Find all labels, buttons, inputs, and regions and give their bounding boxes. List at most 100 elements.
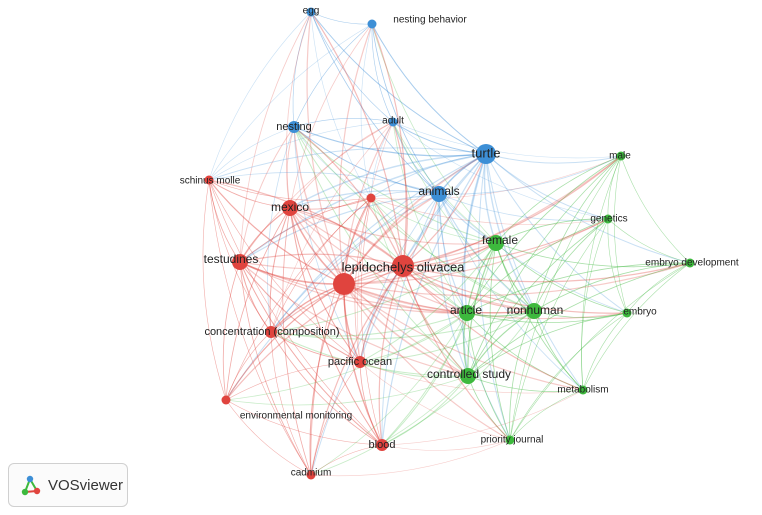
network-link [310,361,361,476]
network-node-pacific-ocean[interactable] [354,356,366,368]
network-link [293,23,373,128]
network-link [392,121,487,155]
network-node-turtle[interactable] [476,144,496,164]
node-label-nonhuman[interactable]: nonhuman [507,303,564,317]
network-link [270,312,468,337]
network-node-nesting-behavior[interactable] [367,19,377,29]
network-link [392,121,622,159]
node-label-cadmium[interactable]: cadmium [291,468,332,479]
node-label-controlled-study[interactable]: controlled study [427,367,511,381]
network-node-metabolism[interactable] [578,385,588,395]
network-node-male[interactable] [616,151,626,161]
network-link [225,197,372,401]
network-node-testudines[interactable] [232,254,248,270]
network-node-priority-journal[interactable] [505,435,515,445]
network-link [310,197,372,476]
network-node-egg[interactable] [306,7,316,17]
network-node-concentration-composition[interactable] [265,326,277,338]
network-link [208,179,272,333]
network-node-nesting[interactable] [288,121,300,133]
network-link [533,310,584,391]
network-link [509,312,628,441]
node-label-nesting-behavior[interactable]: nesting behavior [393,15,467,26]
network-link [208,179,291,209]
network-link [289,153,487,209]
network-link [343,155,622,285]
node-label-lepidochelys-olivacea[interactable]: lepidochelys olivacea [342,259,466,274]
node-label-blood[interactable]: blood [369,439,396,451]
network-node-schinus-molle[interactable] [204,175,214,185]
network-link [359,361,511,441]
node-label-testudines[interactable]: testudines [204,252,259,266]
network-link [289,197,372,210]
network-link [208,147,487,181]
network-link [343,242,497,285]
network-link [359,312,468,363]
network-link [239,11,312,263]
network-link [270,242,497,333]
node-label-environmental-monitoring[interactable]: environmental monitoring [240,411,352,422]
node-label-pacific-ocean[interactable]: pacific ocean [328,356,392,368]
node-label-adult[interactable]: adult [382,116,404,127]
network-link [370,155,622,200]
node-label-genetics[interactable]: genetics [590,214,627,225]
network-node-lepidochelys-olivacea[interactable] [333,273,355,295]
network-link [359,265,404,363]
network-link [208,11,312,181]
node-label-priority-journal[interactable]: priority journal [481,435,544,446]
network-link [202,179,227,401]
node-label-embryo-development[interactable]: embryo development [645,258,739,269]
network-node-adult[interactable] [388,117,398,127]
network-link [289,23,373,209]
network-labels: egg nesting behavior adult nesting turtle ani… [180,6,739,479]
network-link [467,262,691,377]
network-link [343,283,584,391]
network-node-unlabeled-red[interactable] [366,193,376,203]
network-link [310,265,404,476]
network-link [239,261,468,314]
node-label-concentration-composition[interactable]: concentration (composition) [204,326,339,338]
network-node-cadmium[interactable] [306,470,316,480]
network-link [371,23,407,267]
node-label-schinus-molle[interactable]: schinus molle [180,176,241,187]
network-node-blood[interactable] [376,439,388,451]
network-node-article[interactable] [459,305,475,321]
network-link [582,312,628,391]
network-link [267,126,295,333]
network-node-hub[interactable] [392,255,414,277]
network-link [310,11,440,195]
network-link [402,265,584,391]
node-label-male[interactable]: male [609,151,631,162]
node-label-nesting[interactable]: nesting [276,121,311,133]
node-label-egg[interactable]: egg [303,6,320,17]
network-link [269,207,291,333]
network-link [343,153,487,285]
network-link [310,11,487,155]
network-node-controlled-study[interactable] [460,368,476,384]
network-node-embryo-development[interactable] [685,258,695,268]
network-node-nonhuman[interactable] [526,303,542,319]
network-link [270,197,372,333]
network-link [509,262,691,441]
node-label-metabolism[interactable]: metabolism [557,385,608,396]
network-link [392,121,408,267]
network-link [381,389,584,446]
node-label-mexico[interactable]: mexico [271,200,309,214]
network-node-environmental-monitoring[interactable] [221,395,231,405]
network-link [289,190,440,209]
network-link [402,265,535,312]
network-node-embryo[interactable] [622,308,632,318]
network-node-female[interactable] [488,235,504,251]
network-node-genetics[interactable] [603,214,613,224]
node-label-animals[interactable]: animals [418,184,459,198]
node-label-embryo[interactable]: embryo [623,307,657,318]
node-label-female[interactable]: female [482,233,518,247]
network-node-mexico[interactable] [282,200,298,216]
network-link [239,253,404,267]
network-link [359,242,497,363]
network-link [371,23,440,195]
node-label-turtle[interactable]: turtle [472,145,501,160]
network-node-animals[interactable] [431,186,447,202]
node-label-article[interactable]: article [450,303,482,317]
